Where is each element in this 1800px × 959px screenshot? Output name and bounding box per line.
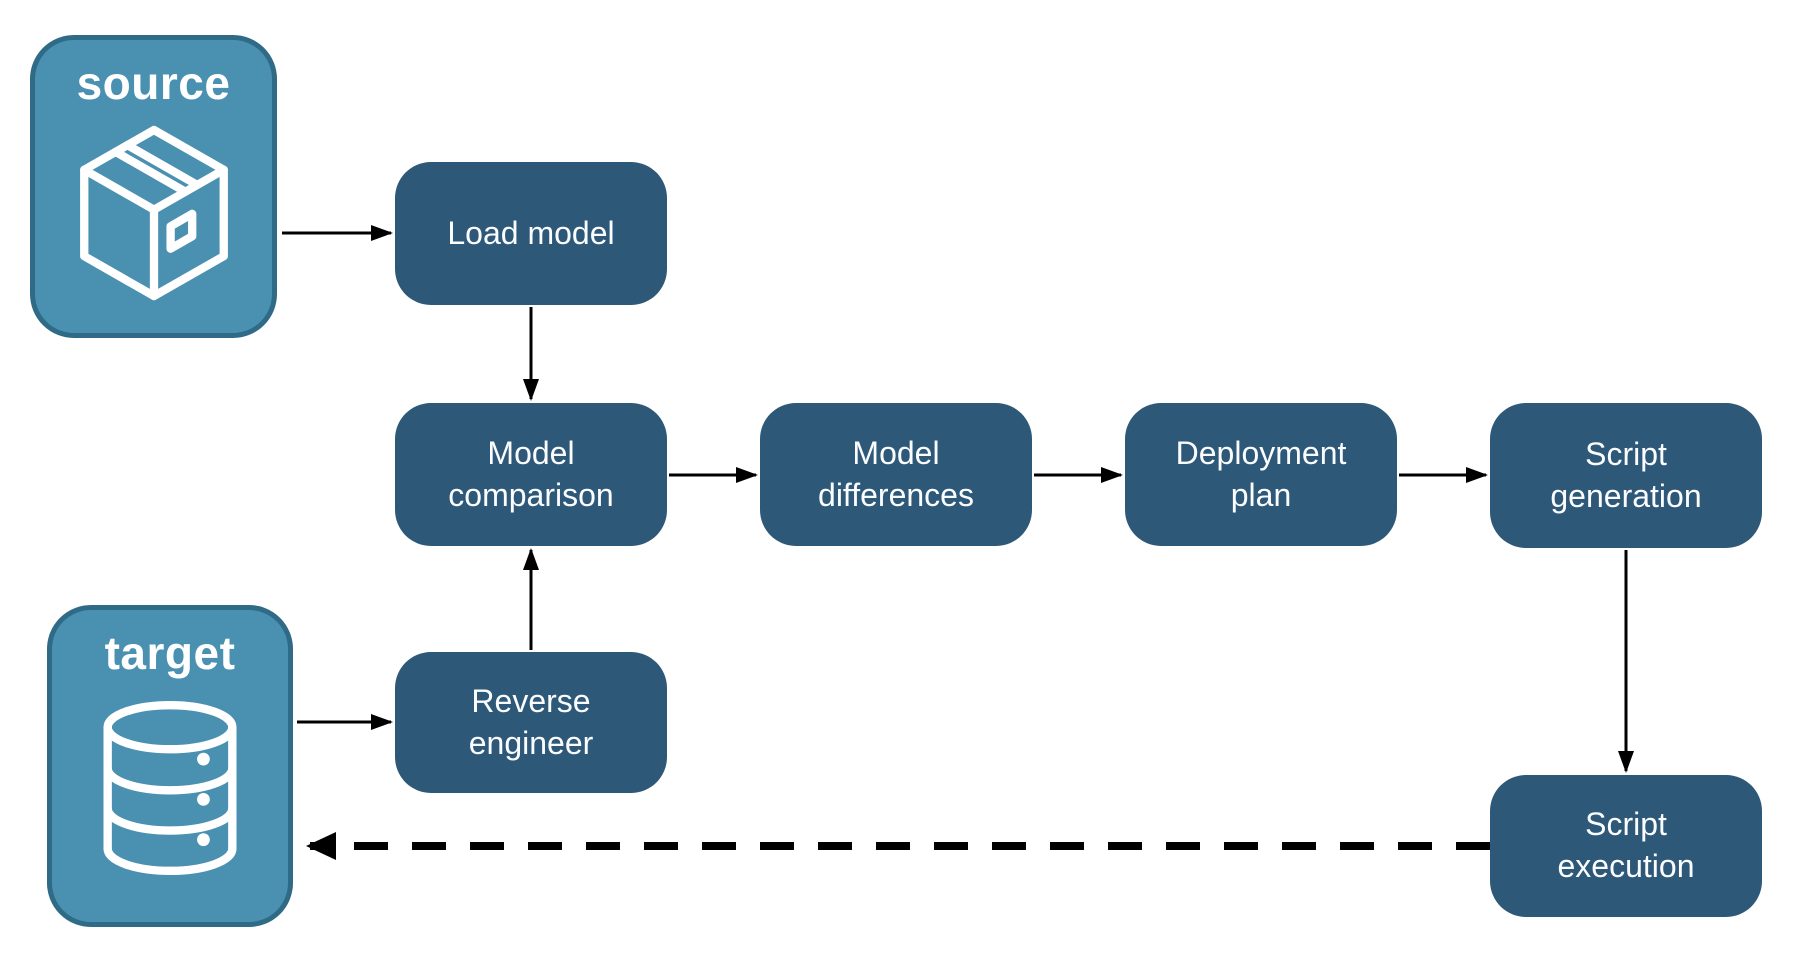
node-model-differences: Model differences — [760, 403, 1032, 546]
node-load-model: Load model — [395, 162, 667, 305]
reverse-engineer-label: Reverse engineer — [468, 682, 594, 761]
node-deployment-plan: Deployment plan — [1125, 403, 1397, 546]
node-script-generation: Script generation — [1490, 403, 1762, 548]
package-icon — [65, 120, 243, 306]
target-label: target — [104, 627, 236, 679]
node-target: target — [47, 605, 293, 927]
script-execution-label: Script execution — [1557, 806, 1695, 884]
database-icon — [94, 690, 246, 886]
load-model-label: Load model — [447, 214, 615, 251]
script-generation-label: Script generation — [1550, 435, 1702, 514]
source-label: source — [76, 57, 231, 109]
model-comparison-label: Model comparison — [448, 434, 614, 513]
node-model-comparison: Model comparison — [395, 403, 667, 546]
deployment-plan-label: Deployment plan — [1175, 434, 1347, 513]
node-reverse-engineer: Reverse engineer — [395, 652, 667, 793]
node-script-execution: Script execution — [1490, 775, 1762, 917]
node-source: source — [30, 35, 277, 338]
model-differences-label: Model differences — [818, 434, 974, 513]
